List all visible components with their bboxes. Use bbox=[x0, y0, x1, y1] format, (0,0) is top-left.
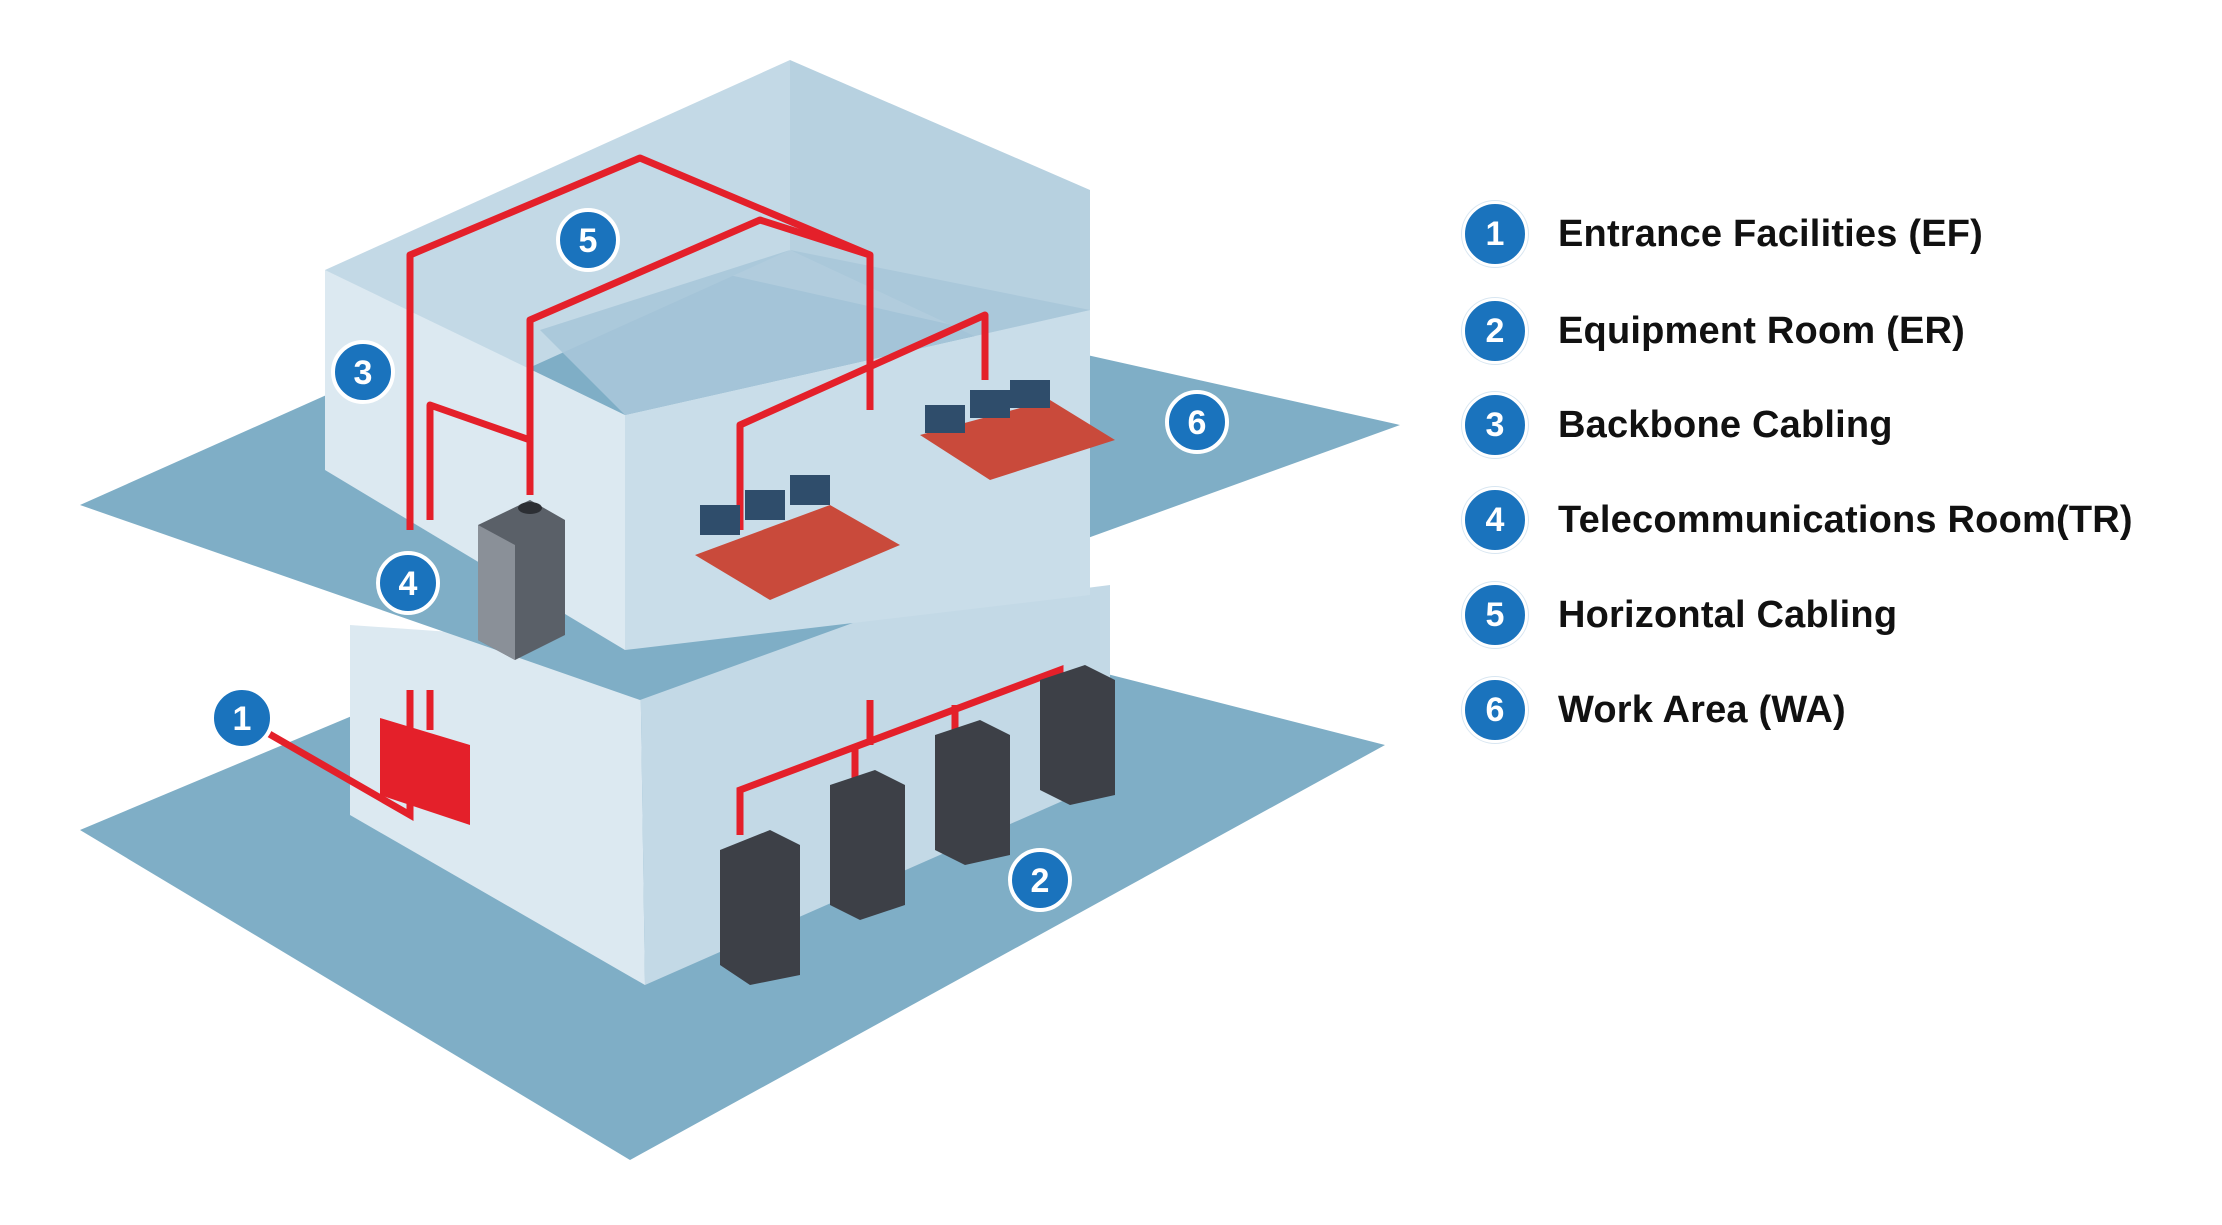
legend-label: Work Area (WA) bbox=[1558, 688, 1846, 731]
legend: 1 Entrance Facilities (EF) 2 Equipment R… bbox=[1462, 0, 2202, 1225]
equipment-racks bbox=[720, 665, 1115, 985]
legend-number: 6 bbox=[1462, 677, 1528, 743]
badge-1: 1 bbox=[210, 686, 274, 750]
legend-label: Horizontal Cabling bbox=[1558, 593, 1898, 636]
entrance-facility-box bbox=[380, 718, 470, 825]
upper-roof-inner bbox=[540, 250, 1090, 415]
lower-wall-left bbox=[350, 625, 645, 985]
legend-item-5: 5 Horizontal Cabling bbox=[1462, 582, 1898, 648]
workstation-desks bbox=[695, 380, 1115, 600]
legend-item-2: 2 Equipment Room (ER) bbox=[1462, 298, 1965, 364]
legend-number: 4 bbox=[1462, 487, 1528, 553]
horizontal-cabling bbox=[406, 154, 989, 530]
telecom-rack bbox=[478, 500, 565, 660]
legend-number: 5 bbox=[1462, 582, 1528, 648]
badge-5: 5 bbox=[556, 208, 620, 272]
badge-3: 3 bbox=[331, 340, 395, 404]
badge-2-label: 2 bbox=[1031, 862, 1050, 900]
badge-2: 2 bbox=[1008, 848, 1072, 912]
badge-3-label: 3 bbox=[354, 354, 373, 392]
badge-5-label: 5 bbox=[579, 222, 598, 260]
legend-number: 3 bbox=[1462, 392, 1528, 458]
legend-label: Entrance Facilities (EF) bbox=[1558, 212, 1984, 255]
badge-6-label: 6 bbox=[1188, 404, 1207, 442]
badge-6: 6 bbox=[1165, 390, 1229, 454]
legend-number: 2 bbox=[1462, 298, 1528, 364]
legend-number: 1 bbox=[1462, 201, 1528, 267]
legend-label: Backbone Cabling bbox=[1558, 403, 1893, 446]
legend-item-4: 4 Telecommunications Room(TR) bbox=[1462, 487, 2133, 553]
legend-label: Equipment Room (ER) bbox=[1558, 309, 1965, 352]
legend-item-3: 3 Backbone Cabling bbox=[1462, 392, 1893, 458]
badge-1-label: 1 bbox=[233, 700, 252, 738]
legend-item-6: 6 Work Area (WA) bbox=[1462, 677, 1846, 743]
legend-item-1: 1 Entrance Facilities (EF) bbox=[1462, 201, 1984, 267]
badge-4-label: 4 bbox=[399, 565, 418, 603]
legend-label: Telecommunications Room(TR) bbox=[1558, 498, 2133, 541]
badge-4: 4 bbox=[376, 551, 440, 615]
